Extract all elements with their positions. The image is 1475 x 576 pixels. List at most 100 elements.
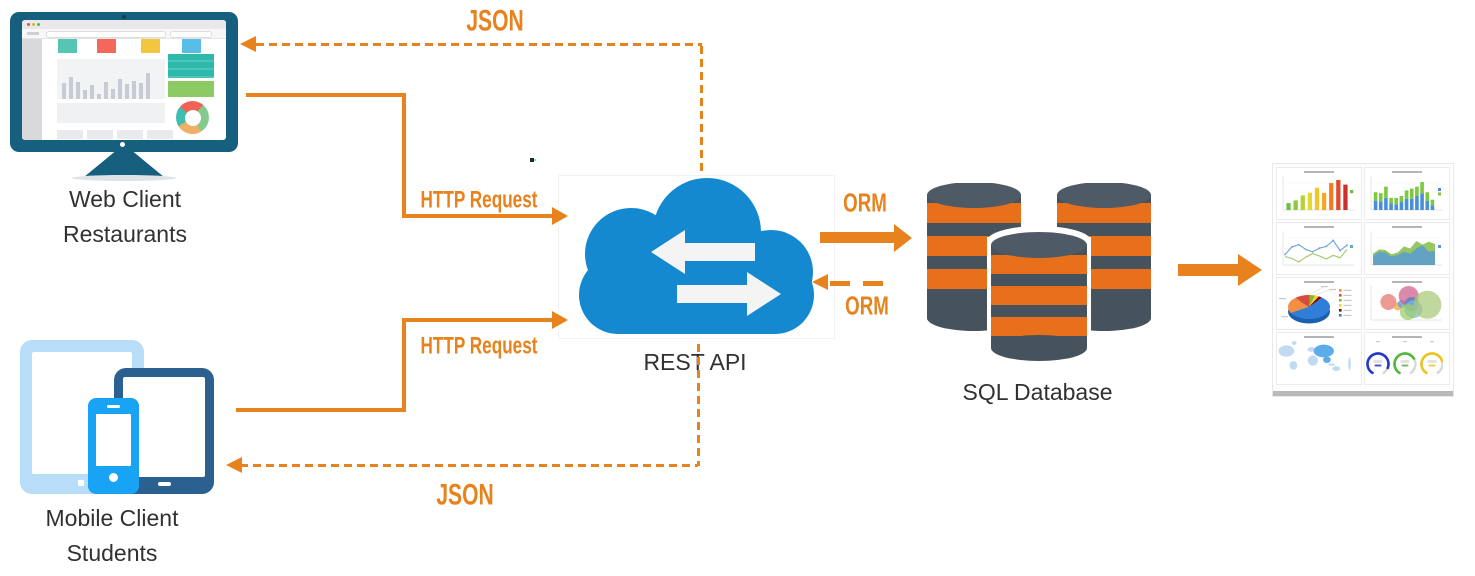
- json-mobile-label: JSON: [436, 478, 494, 512]
- sql-database-icon: [915, 182, 1163, 365]
- monitor-camera-dot: [122, 15, 126, 19]
- cloud-graphic: [579, 178, 814, 334]
- http-mobile-label: HTTP Request: [420, 331, 538, 359]
- monitor-stand-base: [72, 175, 176, 181]
- dashboard-bar-chart: [57, 59, 165, 99]
- orm-request-arrowhead: [894, 224, 912, 252]
- stray-pixel-artifact: [530, 158, 536, 162]
- donut-hole: [184, 109, 201, 126]
- json-mobile-dashed-line-v: [697, 344, 700, 466]
- browser-toolbar: [22, 29, 226, 39]
- arrow-left-icon: [651, 230, 755, 274]
- chart-title-smudge: [1392, 281, 1422, 283]
- browser-dot: [37, 23, 40, 26]
- phone-screen: [96, 414, 131, 466]
- dashboard-tab: [87, 130, 113, 139]
- chart-card-stacked_bar: [1364, 167, 1450, 220]
- dashboard-sidebar: [22, 39, 42, 140]
- mini-bar: [69, 77, 73, 99]
- mini-bar: [76, 81, 80, 99]
- http-mobile-line-h2: [402, 318, 552, 322]
- dashboard-donut-chart: [176, 101, 209, 134]
- browser-url-bar: [46, 31, 166, 38]
- http-web-line-h2: [402, 214, 552, 218]
- reports-dashboard-panel: [1272, 163, 1454, 397]
- dashboard-green-widget: [168, 81, 214, 97]
- kpi-tile: [141, 39, 160, 53]
- mini-bar: [139, 82, 143, 99]
- json-web-arrowhead: [240, 36, 256, 52]
- json-mobile-arrowhead: [226, 457, 242, 473]
- mini-bar: [125, 83, 129, 99]
- mini-bar: [104, 81, 108, 99]
- browser-nav-buttons: [27, 32, 39, 35]
- rest-api-label: REST API: [643, 349, 747, 375]
- dashboard-bottom-strip: [1273, 391, 1453, 396]
- sql-database-label: SQL Database: [962, 379, 1113, 405]
- mobile-client-label-line2: Students: [66, 540, 158, 566]
- http-web-label: HTTP Request: [420, 185, 538, 213]
- chart-card-line: [1276, 222, 1362, 275]
- browser-titlebar: [22, 20, 226, 29]
- chart-title-smudge: [1392, 226, 1422, 228]
- mini-bar: [146, 73, 150, 99]
- chart-card-gauges: [1364, 332, 1450, 385]
- orm-response-arrowhead: [812, 274, 828, 290]
- orm-request-label: ORM: [843, 188, 887, 219]
- chart-pie3d: [1279, 286, 1352, 324]
- chart-map: [1278, 341, 1351, 371]
- chart-title-smudge: [1304, 281, 1334, 283]
- mini-bar: [132, 81, 136, 99]
- mobile-client-label-line1: Mobile Client: [45, 505, 179, 531]
- mini-bar: [97, 93, 101, 99]
- chart-gauges: [1366, 341, 1444, 376]
- mini-bar: [90, 84, 94, 99]
- web-client-monitor-icon: [10, 12, 238, 190]
- mini-bar: [83, 90, 87, 99]
- chart-card-map: [1276, 332, 1362, 385]
- rest-api-cloud-icon: [558, 175, 835, 339]
- http-web-line-h1: [246, 93, 406, 97]
- chart-bar: [1282, 176, 1354, 211]
- http-web-line-v: [402, 93, 406, 218]
- phone-home-button: [109, 473, 118, 482]
- http-mobile-arrowhead: [552, 311, 568, 329]
- smartphone-icon: [88, 398, 139, 494]
- chart-title-smudge: [1392, 336, 1422, 338]
- dashboard-tab: [147, 130, 173, 139]
- browser-dot: [27, 23, 30, 26]
- database-graphic: [927, 182, 1151, 364]
- monitor-power-dot: [120, 142, 125, 147]
- dashboard-table-placeholder: [57, 103, 165, 123]
- orm-response-dashes: [830, 281, 896, 286]
- chart-title-smudge: [1304, 226, 1334, 228]
- mini-bar: [62, 82, 66, 99]
- db-dashboard-shaft: [1178, 264, 1240, 276]
- kpi-tile: [97, 39, 116, 53]
- http-web-arrowhead: [552, 207, 568, 225]
- tablet-home-button: [158, 482, 171, 486]
- chart-stacked_bar: [1370, 176, 1442, 211]
- web-client-label-line1: Web Client: [68, 186, 182, 212]
- chart-line: [1282, 231, 1354, 266]
- monitor-bezel: [10, 12, 238, 152]
- orm-request-shaft: [820, 232, 896, 243]
- dashboard-teal-widget: [168, 54, 214, 78]
- chart-title-smudge: [1304, 336, 1334, 338]
- phone-speaker: [107, 405, 120, 408]
- chart-title-smudge: [1392, 171, 1422, 173]
- chart-card-pie3d: [1276, 277, 1362, 330]
- windows-logo-icon: [78, 480, 84, 486]
- chart-card-bubble: [1364, 277, 1450, 330]
- json-web-dashed-line-v: [700, 46, 703, 174]
- browser-dot: [32, 23, 35, 26]
- chart-area: [1370, 231, 1442, 266]
- kpi-tile: [182, 39, 201, 53]
- db-dashboard-arrowhead: [1238, 254, 1262, 286]
- monitor-screen: [22, 20, 226, 140]
- kpi-tile: [58, 39, 77, 53]
- dashboard-chart-grid: [1273, 164, 1453, 388]
- chart-title-smudge: [1304, 171, 1334, 173]
- web-client-label-line2: Restaurants: [62, 221, 187, 247]
- dashboard-tab: [57, 130, 83, 139]
